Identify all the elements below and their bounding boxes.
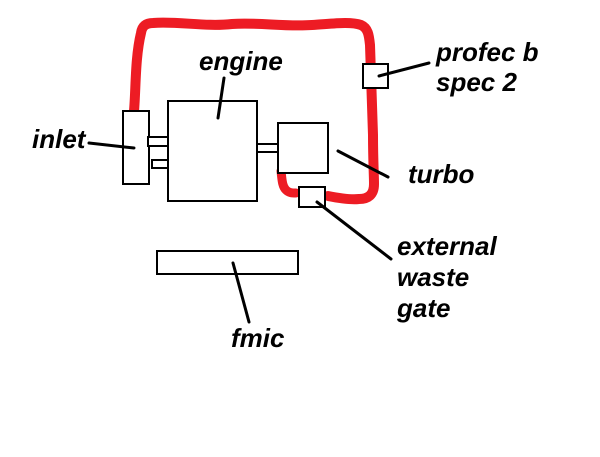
engine-label: engine xyxy=(199,46,283,76)
inlet-engine-connector-lower xyxy=(151,159,169,169)
turbo-pointer-line xyxy=(336,149,390,179)
turbo-label: turbo xyxy=(408,159,475,189)
profec-box xyxy=(362,63,389,89)
boost-hose-line xyxy=(129,17,379,205)
fmic-pointer-line xyxy=(231,261,251,324)
inlet-engine-connector-upper xyxy=(147,136,169,147)
fmic-box xyxy=(156,250,299,275)
profec-label: profec b spec 2 xyxy=(436,37,539,97)
inlet-label: inlet xyxy=(32,124,86,154)
engine-pointer-line xyxy=(216,76,226,120)
turbo-wastegate-hose-stub xyxy=(276,166,301,198)
fmic-label: fmic xyxy=(231,323,285,353)
engine-turbo-connector xyxy=(256,143,279,153)
turbo-box xyxy=(277,122,329,174)
wastegate-label: external waste gate xyxy=(397,231,497,323)
engine-box xyxy=(167,100,258,202)
wastegate-pointer-line xyxy=(315,200,393,261)
profec-pointer-line xyxy=(377,61,431,78)
inlet-pointer-line xyxy=(87,141,136,150)
